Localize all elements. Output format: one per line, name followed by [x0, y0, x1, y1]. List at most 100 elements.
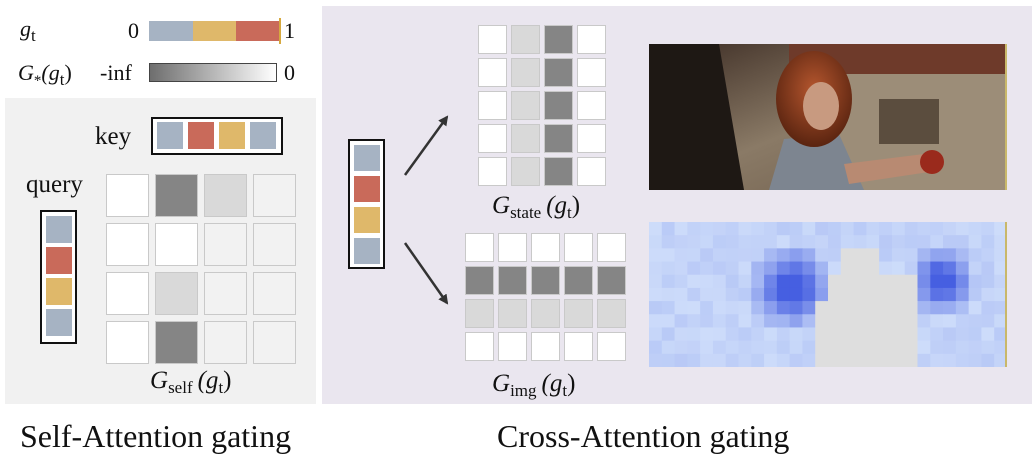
heatmap-cell: [687, 327, 701, 342]
heatmap-cell: [738, 327, 752, 342]
heatmap-cell: [725, 327, 739, 342]
heatmap-cell: [700, 274, 714, 289]
heatmap-cell: [994, 261, 1007, 276]
heatmap-cell: [700, 314, 714, 328]
img-gate-cell: [531, 266, 560, 295]
heatmap-cell: [687, 287, 701, 302]
heatmap-cell: [649, 287, 663, 302]
state-gate-cell: [577, 124, 606, 153]
self-gate-cell: [155, 272, 198, 315]
heatmap-cell: [879, 261, 893, 276]
heatmap-cell: [853, 274, 867, 289]
heatmap-cell: [904, 222, 918, 236]
heatmap-cell: [802, 274, 816, 289]
heatmap-cell: [815, 287, 829, 302]
scene-image: [649, 44, 1007, 190]
heatmap-cell: [917, 235, 931, 249]
heatmap-cell: [815, 261, 829, 276]
self-gate-cell: [204, 174, 247, 217]
heatmap-cell: [917, 314, 931, 328]
self-gate-cell: [253, 272, 296, 315]
heatmap-cell: [879, 314, 893, 328]
heatmap-cell: [828, 353, 842, 367]
state-gate-cell: [577, 157, 606, 186]
gt-min-label: 0: [128, 18, 139, 43]
heatmap-cell: [879, 340, 893, 355]
heatmap-cell: [776, 274, 791, 289]
heatmap-cell: [764, 248, 778, 263]
query-label: query: [26, 171, 83, 198]
gstar-min-label: -inf: [100, 60, 132, 85]
heatmap-cell: [661, 261, 676, 276]
heatmap-cell: [751, 314, 765, 328]
heatmap-cell: [891, 274, 906, 289]
state-gate-cell: [544, 91, 573, 120]
heatmap-cell: [853, 353, 867, 367]
heatmap-cell: [828, 327, 842, 342]
heatmap-cell: [840, 287, 855, 302]
heatmap-cell: [700, 327, 714, 342]
img-gate-cell: [498, 233, 527, 262]
state-gate-cell: [577, 58, 606, 87]
heatmap-cell: [955, 353, 970, 367]
heatmap-cell: [840, 235, 855, 249]
heatmap-cell: [955, 222, 970, 236]
heatmap-cell: [891, 261, 906, 276]
heatmap-cell: [802, 235, 816, 249]
heatmap-cell: [968, 314, 982, 328]
heatmap-cell: [789, 314, 803, 328]
heatmap-cell: [789, 274, 803, 289]
heatmap-cell: [930, 340, 944, 355]
heatmap-cell: [904, 327, 918, 342]
heatmap-cell: [802, 222, 816, 236]
heatmap-cell: [700, 261, 714, 276]
heatmap-cell: [764, 274, 778, 289]
img-gate-cell: [531, 233, 560, 262]
heatmap-cell: [789, 301, 803, 315]
heatmap-cell: [687, 261, 701, 276]
gt-colorbar-mid: [192, 21, 237, 41]
heatmap-cell: [904, 274, 918, 289]
heatmap-cell: [661, 248, 676, 263]
self-gate-cell: [155, 223, 198, 266]
scene-figure-arm: [844, 154, 929, 184]
heatmap-cell: [879, 222, 893, 236]
heatmap-edge-line: [1005, 222, 1007, 367]
self-matrix-label: Gself(gt): [150, 367, 232, 397]
heatmap-cell: [917, 248, 931, 263]
img-gate-cell: [531, 332, 560, 361]
heatmap-cell: [853, 248, 867, 263]
heatmap-cell: [840, 261, 855, 276]
heatmap-cell: [904, 353, 918, 367]
heatmap-cell: [649, 261, 663, 276]
heatmap-cell: [725, 235, 739, 249]
heatmap-cell: [853, 327, 867, 342]
heatmap-cell: [840, 340, 855, 355]
heatmap-cell: [674, 235, 688, 249]
heatmap-cell: [674, 261, 688, 276]
heatmap-cell: [687, 314, 701, 328]
heatmap-cell: [764, 301, 778, 315]
heatmap-cell: [879, 274, 893, 289]
heatmap-cell: [943, 235, 957, 249]
heatmap-cell: [828, 340, 842, 355]
heatmap-cell: [968, 248, 982, 263]
heatmap-cell: [738, 340, 752, 355]
heatmap-cell: [917, 222, 931, 236]
heatmap-cell: [802, 248, 816, 263]
heatmap-cell: [968, 261, 982, 276]
heatmap-cell: [674, 274, 688, 289]
scene-apple: [920, 150, 944, 174]
heatmap-cell: [930, 222, 944, 236]
heatmap-cell: [751, 222, 765, 236]
heatmap-cell: [661, 340, 676, 355]
heatmap-cell: [994, 314, 1007, 328]
heatmap-cell: [930, 261, 944, 276]
state-gate-cell: [544, 124, 573, 153]
heatmap-cell: [700, 340, 714, 355]
heatmap-cell: [840, 301, 855, 315]
heatmap-cell: [815, 301, 829, 315]
heatmap-cell: [649, 274, 663, 289]
heatmap-cell: [904, 314, 918, 328]
heatmap-cell: [943, 222, 957, 236]
